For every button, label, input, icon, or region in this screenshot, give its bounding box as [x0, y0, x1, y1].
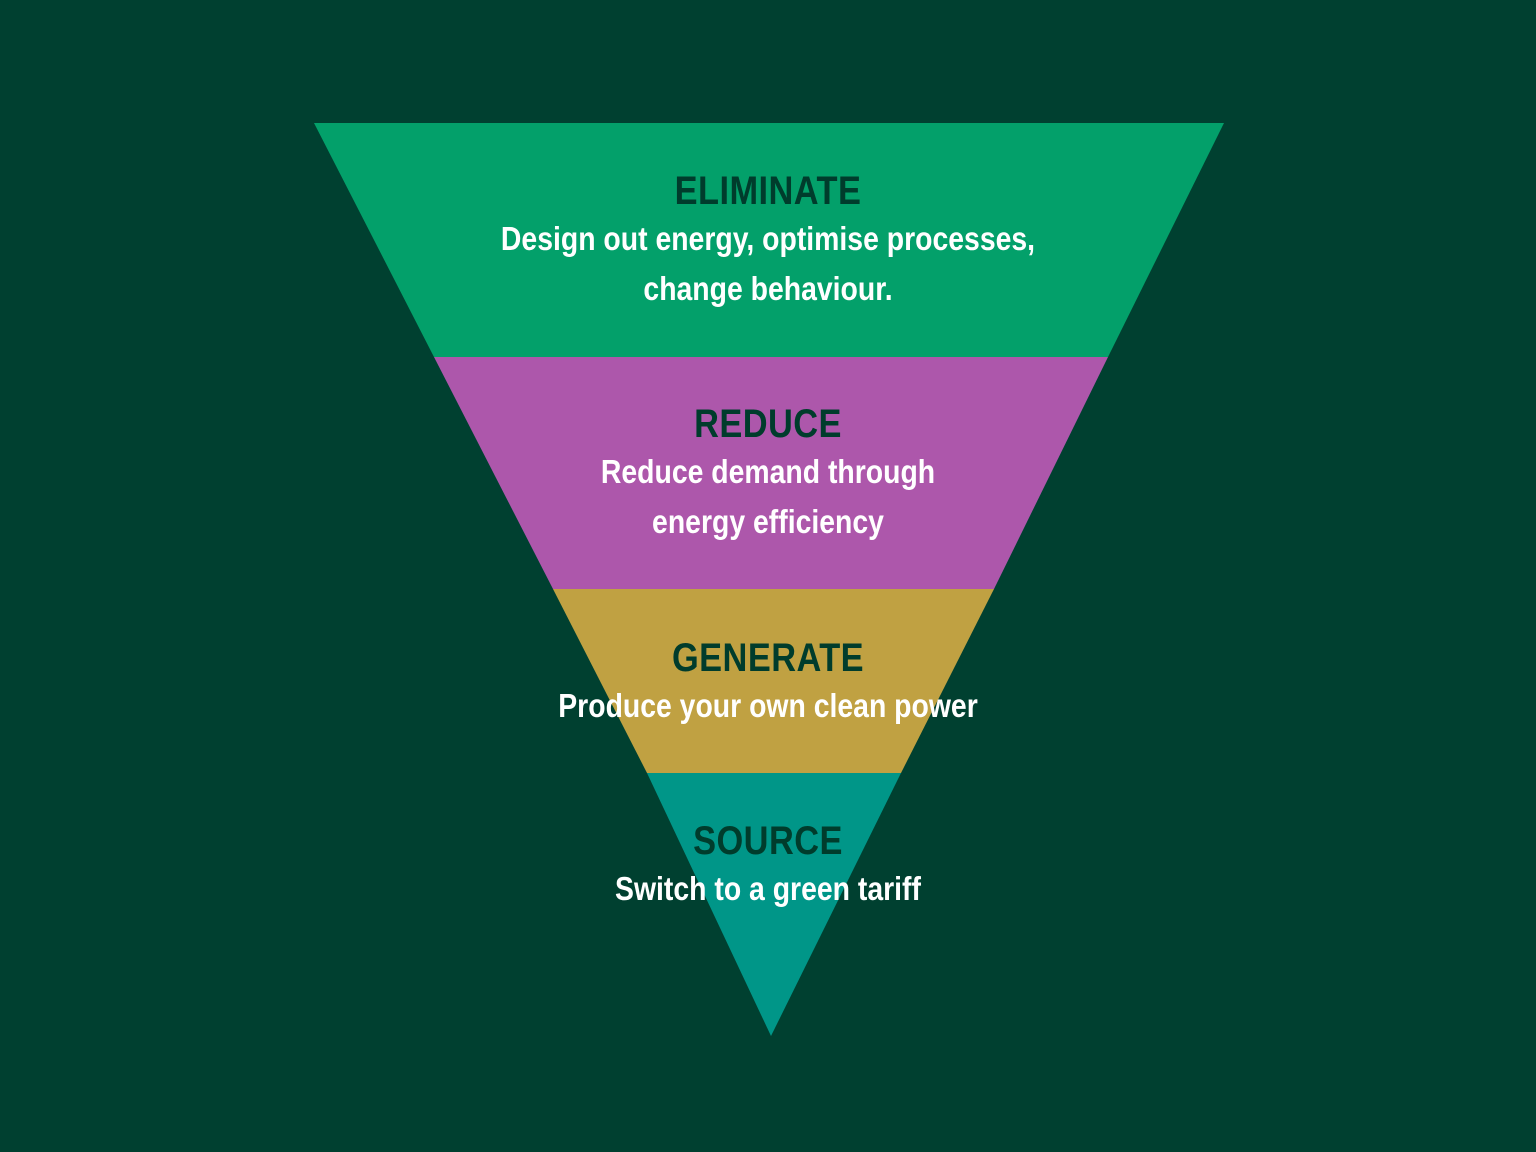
source-description: Switch to a green tariff — [615, 870, 921, 907]
generate-tier-shape — [553, 589, 994, 773]
eliminate-tier-label: ELIMINATE Design out energy, optimise pr… — [0, 168, 1536, 314]
eliminate-tier-shape — [314, 123, 1224, 357]
eliminate-title: ELIMINATE — [674, 169, 862, 213]
generate-description: Produce your own clean power — [558, 687, 978, 724]
source-title: SOURCE — [693, 819, 843, 863]
eliminate-description: Design out energy, optimise processes, c… — [500, 220, 1036, 307]
generate-title: GENERATE — [671, 636, 865, 680]
source-tier-shape — [647, 773, 901, 1036]
reduce-tier-shape — [434, 357, 1108, 589]
reduce-description: Reduce demand through energy efficiency — [600, 453, 936, 540]
generate-tier-label: GENERATE Produce your own clean power — [0, 635, 1536, 731]
reduce-tier-label: REDUCE Reduce demand through energy effi… — [0, 401, 1536, 547]
reduce-title: REDUCE — [694, 402, 842, 446]
source-tier-label: SOURCE Switch to a green tariff — [0, 818, 1536, 914]
